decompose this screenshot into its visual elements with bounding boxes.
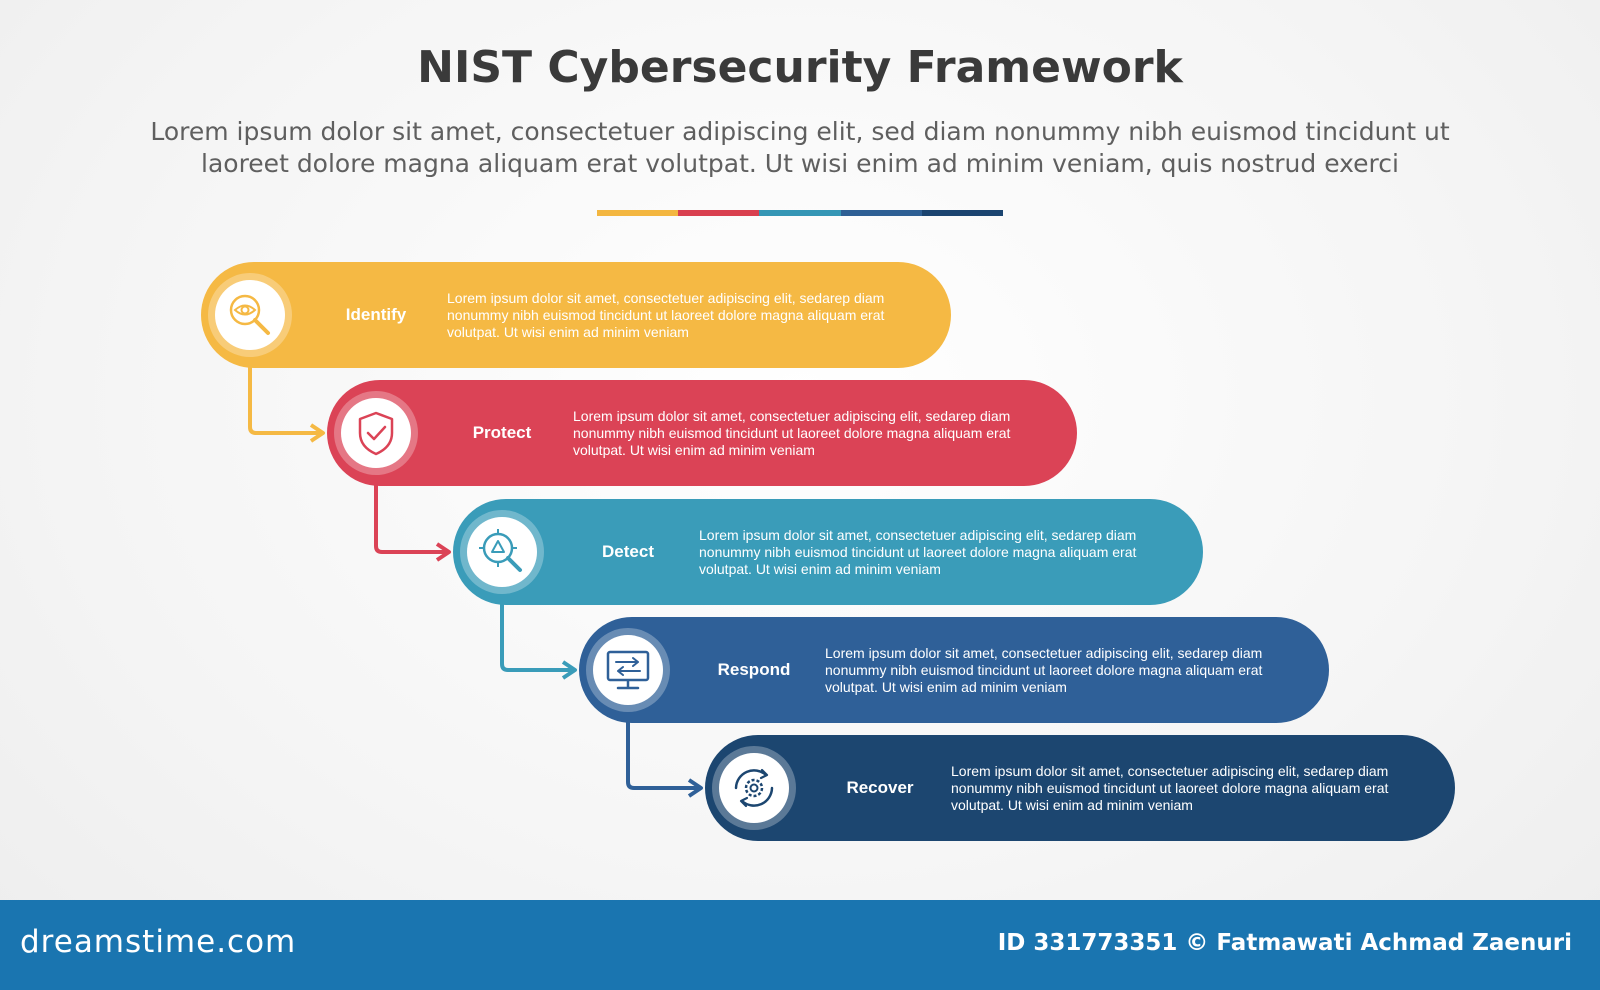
target-magnifier-icon (479, 529, 522, 572)
connector-line (500, 594, 573, 672)
shield-check-icon (358, 411, 394, 456)
monitor-exchange-icon (606, 650, 650, 690)
step-description: Lorem ipsum dolor sit amet, consectetuer… (951, 763, 1389, 813)
step-protect: Protect Lorem ipsum dolor sit amet, cons… (327, 380, 1077, 486)
page-title: NIST Cybersecurity Framework (417, 42, 1183, 93)
color-divider (597, 210, 1004, 216)
color-divider-segment-4 (840, 210, 922, 216)
step-badge (208, 273, 292, 357)
step-description: Lorem ipsum dolor sit amet, consectetuer… (699, 527, 1137, 577)
step-badge (334, 391, 418, 475)
color-divider-segment-1 (597, 210, 679, 216)
color-divider-segment-3 (759, 210, 841, 216)
connector-arrowhead (687, 778, 703, 798)
connector-line (374, 475, 447, 554)
gear-cycle-icon (734, 768, 774, 808)
step-label: Recover (846, 778, 914, 797)
step-description: Lorem ipsum dolor sit amet, consectetuer… (447, 290, 885, 340)
footer-brand: dreamstime.com (20, 924, 297, 960)
step-label: Respond (717, 660, 791, 679)
connector-line (248, 357, 321, 435)
page-subtitle: Lorem ipsum dolor sit amet, consectetuer… (150, 117, 1450, 178)
step-label: Detect (602, 542, 654, 561)
step-badge (586, 628, 670, 712)
step-label: Identify (345, 305, 407, 324)
step-respond: Respond Lorem ipsum dolor sit amet, cons… (579, 617, 1329, 723)
eye-magnifier-icon (229, 294, 270, 335)
step-description: Lorem ipsum dolor sit amet, consectetuer… (573, 408, 1011, 458)
step-label: Protect (472, 423, 532, 442)
connector-arrowhead (435, 542, 451, 562)
step-description: Lorem ipsum dolor sit amet, consectetuer… (825, 645, 1263, 695)
color-divider-segment-2 (678, 210, 760, 216)
step-badge (460, 510, 544, 594)
step-badge (712, 746, 796, 830)
step-recover: Recover Lorem ipsum dolor sit amet, cons… (705, 735, 1455, 841)
step-identify: Identify Lorem ipsum dolor sit amet, con… (201, 262, 951, 368)
color-divider-segment-5 (921, 210, 1004, 216)
footer-credit: ID 331773351 © Fatmawati Achmad Zaenuri (997, 930, 1572, 956)
connector-arrowhead (309, 423, 325, 443)
connector-line (626, 712, 699, 790)
step-connectors (248, 357, 703, 798)
footer-bar: dreamstime.com ID 331773351 © Fatmawati … (0, 900, 1600, 990)
connector-arrowhead (561, 660, 577, 680)
step-detect: Detect Lorem ipsum dolor sit amet, conse… (453, 499, 1203, 605)
